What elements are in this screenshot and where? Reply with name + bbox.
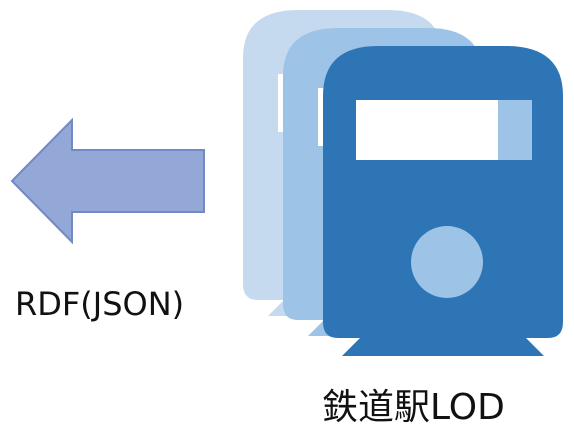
arrow-shape: [10, 118, 205, 244]
train-icon: [243, 10, 563, 356]
left-arrow-icon: [10, 118, 205, 244]
format-label: RDF(JSON): [15, 285, 185, 323]
train-front-icon: [323, 46, 563, 356]
train-headlight: [411, 226, 483, 298]
station-lod-label: 鉄道駅LOD: [322, 387, 505, 428]
